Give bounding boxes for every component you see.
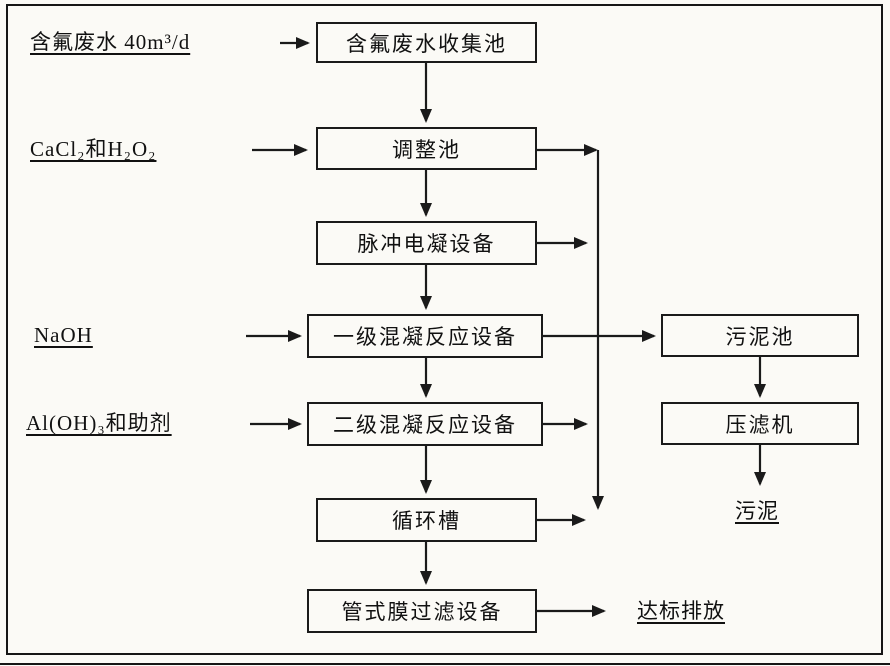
- box-coagulation-stage2: 二级混凝反应设备: [307, 402, 543, 446]
- box-collection-tank: 含氟废水收集池: [316, 22, 537, 63]
- label-input-wastewater: 含氟废水 40m³/d: [30, 30, 191, 54]
- label-input-naoh: NaOH: [34, 323, 93, 347]
- scan-edge-line: [0, 663, 890, 665]
- box-adjustment-tank: 调整池: [316, 127, 537, 170]
- label-output-discharge: 达标排放: [637, 599, 725, 623]
- diagram-border-frame: [6, 4, 883, 655]
- box-pulse-electrocoagulation: 脉冲电凝设备: [316, 221, 537, 265]
- label-input-aloh3: Al(OH)₃和助剂: [26, 411, 172, 435]
- box-coagulation-stage1: 一级混凝反应设备: [307, 314, 543, 358]
- box-circulation-tank: 循环槽: [316, 498, 537, 542]
- label-input-cacl2-h2o2: CaCl₂和H₂O₂: [30, 137, 157, 161]
- label-output-sludge: 污泥: [735, 499, 779, 523]
- box-sludge-tank: 污泥池: [661, 314, 859, 357]
- box-filter-press: 压滤机: [661, 402, 859, 445]
- box-tubular-membrane-filter: 管式膜过滤设备: [307, 589, 537, 633]
